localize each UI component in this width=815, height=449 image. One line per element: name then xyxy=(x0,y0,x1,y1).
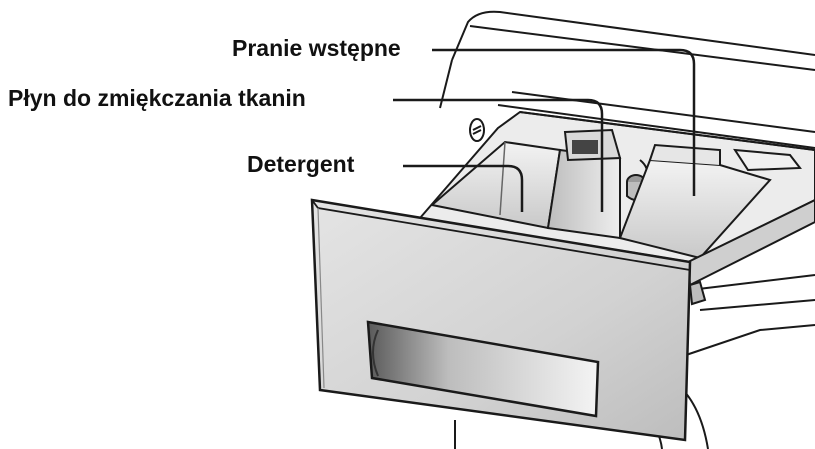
softener-compartment xyxy=(546,128,649,240)
label-fabric-softener: Płyn do zmiękczania tkanin xyxy=(8,85,306,111)
leader-lines xyxy=(393,48,696,212)
label-prewash: Pranie wstępne xyxy=(232,35,401,61)
leader-line-softener xyxy=(393,98,604,212)
machine-housing xyxy=(439,10,815,449)
label-detergent: Detergent xyxy=(247,151,355,177)
prewash-compartment xyxy=(618,143,815,272)
leader-line-prewash xyxy=(432,48,696,196)
leader-line-detergent xyxy=(403,164,524,212)
power-symbol-icon xyxy=(469,118,485,142)
drawer-handle xyxy=(366,320,600,418)
